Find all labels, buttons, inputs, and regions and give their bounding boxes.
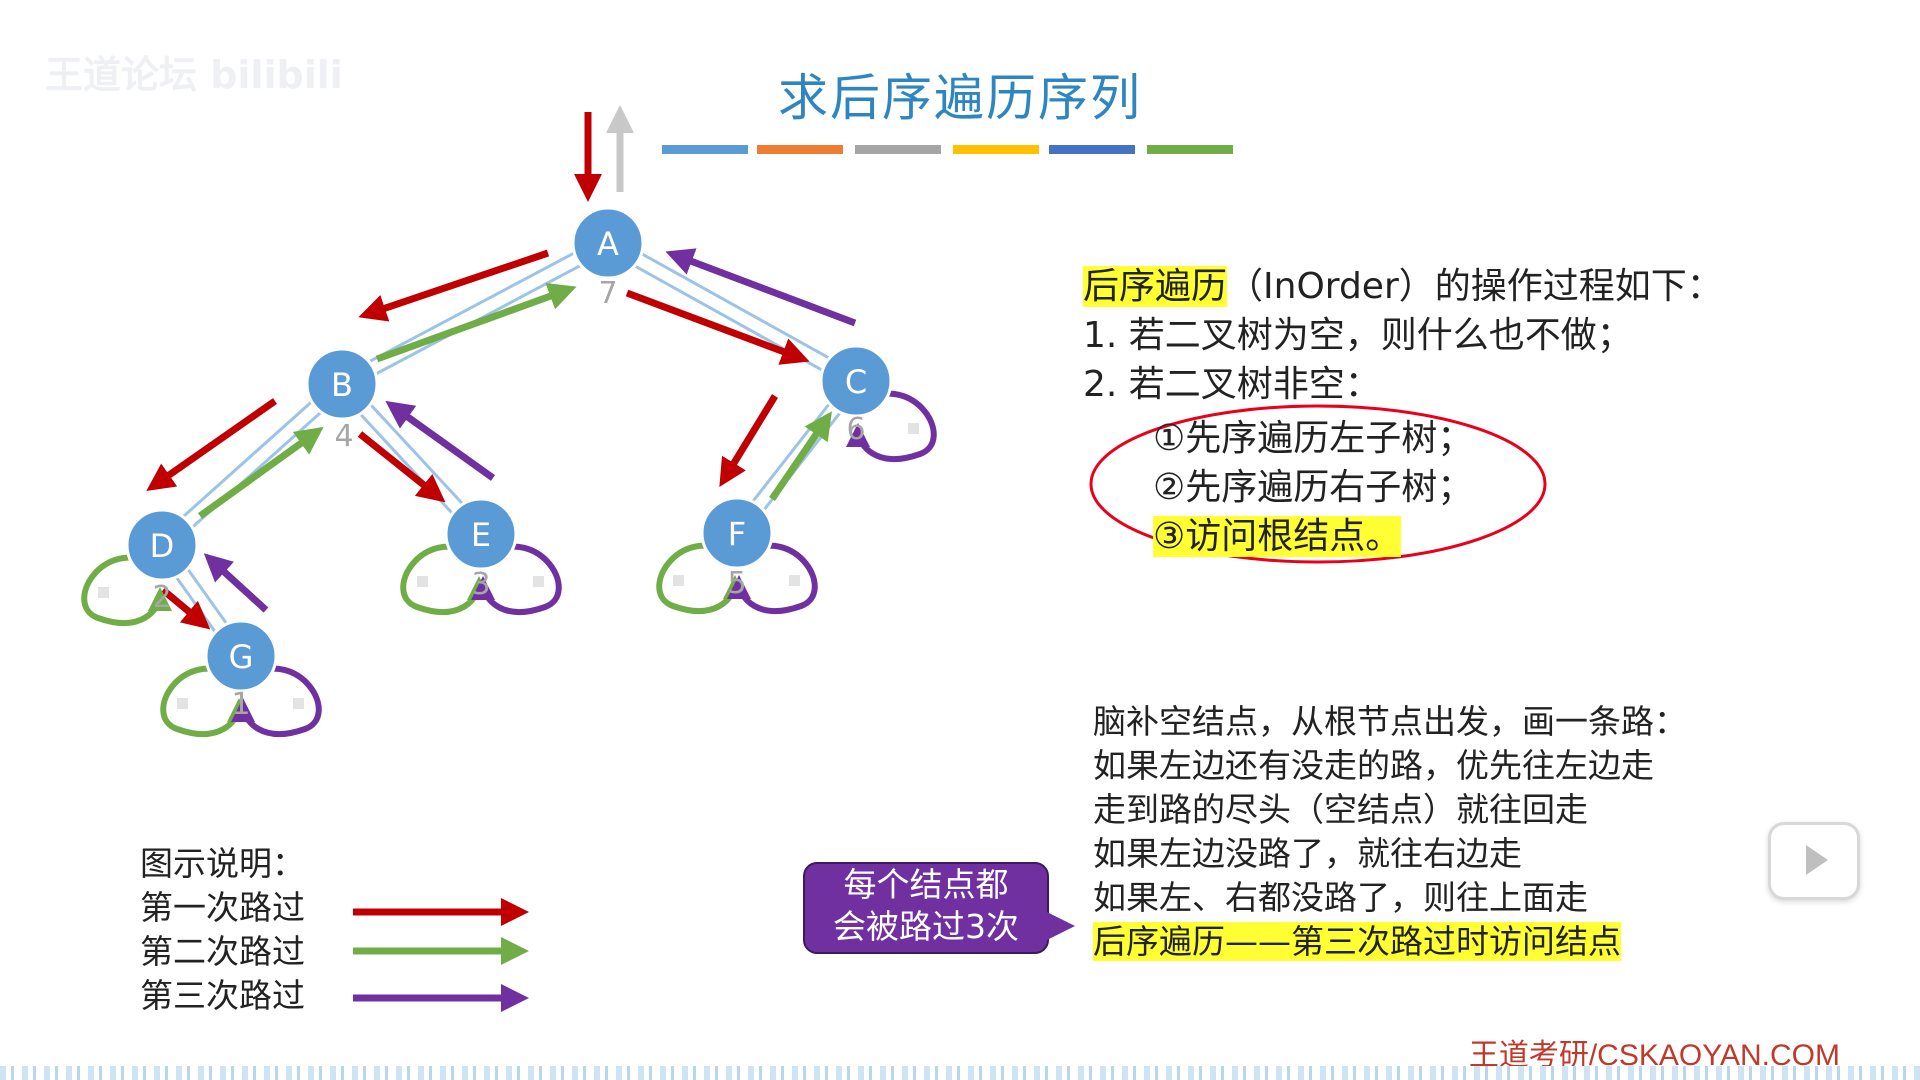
rules-heading-highlight: 后序遍历: [1083, 266, 1228, 307]
path-note-1: 脑补空结点，从根节点出发，画一条路：: [1093, 702, 1687, 741]
null-loop-arrow: [160, 665, 251, 737]
rules-block: 后序遍历（InOrder）的操作过程如下： 1. 若二叉树为空，则什么也不做； …: [1083, 262, 1723, 409]
play-button[interactable]: [1768, 822, 1860, 900]
tree-edge: [156, 377, 339, 541]
path-note-4: 如果左边没路了，就往右边走: [1093, 834, 1522, 873]
null-child-marker: [533, 576, 544, 587]
callout-line-2: 会被路过3次: [833, 907, 1019, 946]
node-label: D: [150, 527, 175, 565]
null-child-marker: [673, 575, 684, 586]
page-title: 求后序遍历序列: [778, 69, 1142, 127]
pass-arrow-second: [197, 426, 324, 519]
null-loop-arrow: [231, 665, 322, 737]
rules-item-1: 1. 若二叉树为空，则什么也不做；: [1083, 315, 1633, 356]
pass-arrow-first: [625, 289, 810, 365]
rules-heading-rest: （InOrder）的操作过程如下：: [1227, 266, 1723, 307]
pass-arrow-first: [358, 249, 550, 322]
tree-edge: [610, 235, 861, 377]
null-loop-arrow: [727, 542, 818, 614]
null-loop-arrow: [81, 554, 172, 626]
pass-arrow-first: [146, 398, 278, 492]
visit-order-number: 5: [727, 566, 746, 601]
pass-arrow-first: [719, 394, 778, 487]
visit-order-number: 6: [846, 412, 865, 447]
watermark: 王道论坛 bilibili: [45, 53, 343, 97]
legend: 图示说明： 第一次路过 第二次路过 第三次路过: [140, 842, 305, 1018]
rules-step-3: ③访问根结点。: [1153, 516, 1402, 557]
null-child-marker: [908, 423, 919, 434]
color-bar-segment: [953, 145, 1039, 154]
rules-heading: 后序遍历（InOrder）的操作过程如下：: [1083, 262, 1723, 311]
tree-node-f: [700, 496, 774, 570]
pass-arrow-first: [357, 431, 446, 503]
node-label: C: [845, 363, 867, 401]
node-label: A: [597, 225, 619, 263]
null-child-marker: [417, 576, 428, 587]
legend-second: 第二次路过: [140, 932, 305, 971]
null-child-marker: [293, 698, 304, 709]
node-label: B: [331, 366, 353, 404]
tree-edge: [603, 247, 854, 389]
visit-order-number: 4: [334, 419, 353, 454]
color-bar-segment: [855, 145, 941, 154]
pass-arrow-third: [665, 248, 857, 327]
pass-arrow-second: [769, 411, 832, 501]
null-loop-arrow: [400, 543, 491, 615]
color-bar-segment: [1147, 145, 1233, 154]
pass-arrow-second: [375, 282, 577, 363]
null-loop-arrow: [471, 543, 562, 615]
callout-line-1: 每个结点都: [843, 865, 1009, 904]
rules-item-2: 2. 若二叉树非空：: [1083, 364, 1381, 405]
progress-strip: [0, 1066, 1920, 1080]
path-note-5: 如果左、右都没路了，则往上面走: [1093, 878, 1588, 917]
tree-node-d: [125, 508, 199, 582]
null-child-marker: [177, 698, 188, 709]
path-note-3: 走到路的尽头（空结点）就往回走: [1093, 790, 1588, 829]
null-loop-arrow: [846, 390, 937, 462]
rules-step-1: ①先序遍历左子树；: [1153, 418, 1474, 459]
pass-arrow-third: [385, 400, 496, 481]
legend-third: 第三次路过: [140, 976, 305, 1015]
legend-first: 第一次路过: [140, 888, 305, 927]
tree-node-b: [305, 347, 379, 421]
node-label: E: [471, 516, 491, 554]
visit-order-number: 7: [598, 276, 617, 311]
pass-arrow-third: [203, 553, 269, 613]
tree-node-c: [819, 344, 893, 418]
color-bar-segment: [662, 145, 748, 154]
path-note-2: 如果左边还有没走的路，优先往左边走: [1093, 746, 1654, 785]
callout-bubble: 每个结点都 会被路过3次: [803, 862, 1075, 954]
rules-step-2: ②先序遍历右子树；: [1153, 467, 1474, 508]
null-child-marker: [98, 587, 109, 598]
tree-node-g: [204, 619, 278, 693]
null-child-marker: [789, 575, 800, 586]
emphasis-circle: [1089, 404, 1547, 564]
color-bar-segment: [1049, 145, 1135, 154]
visit-order-number: 3: [471, 567, 490, 602]
color-bar-segment: [757, 145, 843, 154]
path-note-6: 后序遍历——第三次路过时访问结点: [1093, 922, 1621, 961]
tree-node-a: [571, 206, 645, 280]
node-label: F: [728, 515, 746, 553]
visit-order-number: 1: [231, 687, 250, 722]
null-loop-arrow: [656, 542, 747, 614]
node-label: G: [229, 638, 254, 676]
path-notes: 脑补空结点，从根节点出发，画一条路： 如果左边还有没走的路，优先往左边走 走到路…: [1093, 700, 1687, 964]
visit-order-number: 2: [152, 580, 171, 615]
legend-title: 图示说明：: [140, 844, 305, 883]
tree-edge: [165, 388, 348, 552]
tree-node-e: [444, 497, 518, 571]
